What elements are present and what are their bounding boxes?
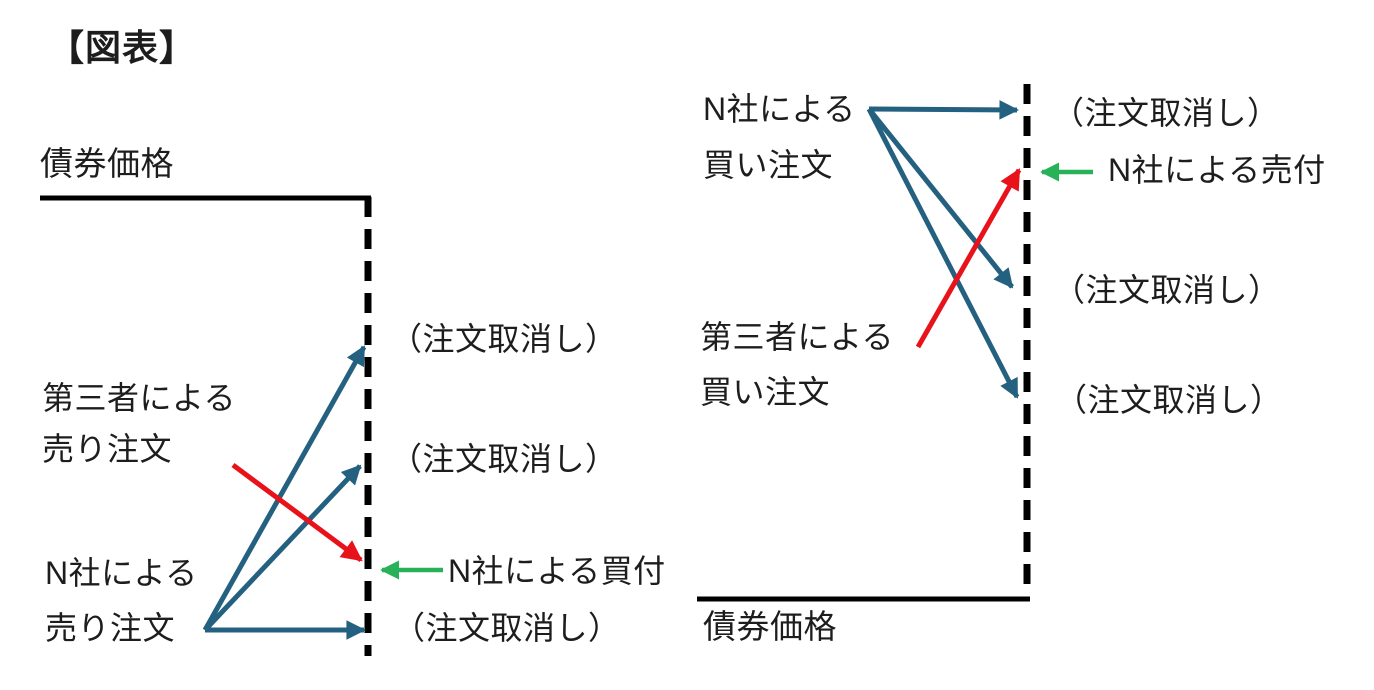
- left-cancel-arrow-top: [202, 345, 367, 632]
- left-n-company-order-label-line2: 売り注文: [45, 610, 176, 646]
- left-third-party-order-label-line1: 第三者による: [42, 380, 237, 416]
- left-price-axis-label: 債券価格: [40, 145, 174, 182]
- figure-title: 【図表】: [48, 27, 197, 68]
- left-execution-label: N社による買付: [448, 553, 666, 589]
- left-cancel-label-middle: （注文取消し）: [390, 441, 618, 477]
- right-execution-label: N社による売付: [1108, 152, 1326, 188]
- right-cancel-label-middle: （注文取消し）: [1053, 272, 1281, 308]
- right-n-company-order-label-line1: N社による: [703, 91, 856, 127]
- left-n-company-order-label-line1: N社による: [45, 555, 198, 591]
- right-price-axis-label: 債券価格: [703, 608, 837, 645]
- right-cancel-arrow-middle: [867, 107, 1014, 289]
- left-cancel-label-top: （注文取消し）: [390, 321, 618, 357]
- right-third-party-order-label-line2: 買い注文: [700, 374, 831, 410]
- left-third-party-sell-arrow: [231, 462, 363, 563]
- right-third-party-buy-arrow: [915, 168, 1022, 349]
- right-cancel-label-bottom: （注文取消し）: [1055, 382, 1283, 418]
- right-cancel-label-top: （注文取消し）: [1052, 95, 1280, 131]
- right-n-company-order-label-line2: 買い注文: [703, 147, 834, 183]
- left-cancel-label-bottom: （注文取消し）: [393, 610, 621, 646]
- left-third-party-order-label-line2: 売り注文: [42, 431, 173, 467]
- left-cancel-arrow-middle: [203, 464, 362, 632]
- right-third-party-order-label-line1: 第三者による: [700, 319, 895, 355]
- right-cancel-arrow-bottom: [866, 107, 1020, 399]
- right-cancel-arrow-top: [868, 100, 1019, 120]
